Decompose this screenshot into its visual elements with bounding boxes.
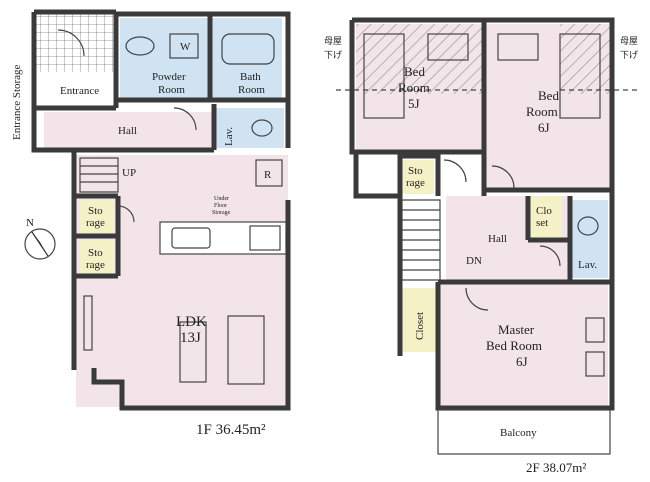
eave-right-label: 母屋 xyxy=(620,36,638,46)
master-bed-1 xyxy=(585,317,605,343)
outer-wall-2f xyxy=(349,17,615,411)
bathtub xyxy=(221,33,275,65)
fridge-box xyxy=(255,159,283,187)
master-label-3: 6J xyxy=(516,354,528,369)
bed5-label-2: Room xyxy=(398,80,430,95)
lav-label-1f: Lav. xyxy=(223,127,235,146)
closet-tall-label: Closet xyxy=(414,312,426,340)
sofa xyxy=(227,315,265,385)
master-label-2: Bed Room xyxy=(486,338,542,353)
master-bed-2 xyxy=(585,351,605,377)
lav-label-2f: Lav. xyxy=(578,259,597,271)
sink-unit xyxy=(171,227,211,249)
storage-a-label-2: rage xyxy=(86,217,105,229)
fridge-label: R xyxy=(264,169,272,181)
under-floor-label-2: Floor xyxy=(214,203,227,209)
eave-right-label-2: 下げ xyxy=(620,50,638,60)
master-floor xyxy=(440,282,608,406)
washer-label: W xyxy=(180,41,191,53)
floor-2-area: 2F 38.07m² xyxy=(526,460,586,475)
dn-label: DN xyxy=(466,255,482,267)
bed5-desk xyxy=(427,33,469,61)
closet-small-fill xyxy=(530,196,562,238)
bed6-hatch xyxy=(560,24,610,94)
bed6-frame xyxy=(559,33,601,119)
eave-left-label-2: 下げ xyxy=(324,50,342,60)
stairs-2f xyxy=(401,199,441,281)
ldk-label: LDK xyxy=(176,314,207,330)
compass-icon: N xyxy=(24,217,56,260)
floor-1-area: 1F 36.45m² xyxy=(196,422,266,438)
door-swings-1f xyxy=(57,29,197,223)
hall-label-2f: Hall xyxy=(488,233,507,245)
bed5-label: Bed xyxy=(404,64,425,79)
interior-walls-2f xyxy=(356,20,612,356)
bed6-label: Bed xyxy=(538,88,559,103)
storage-2f-fill xyxy=(402,160,434,194)
stove-unit xyxy=(249,225,281,251)
dining-table xyxy=(179,321,207,383)
lav-2f-fill xyxy=(572,200,608,278)
storage-a-fill xyxy=(80,200,114,234)
stairs-1f xyxy=(79,157,119,193)
balcony xyxy=(437,409,611,455)
outer-wall-1f xyxy=(31,9,291,411)
entrance-storage-floor xyxy=(36,14,116,72)
storage-b-label-2: rage xyxy=(86,259,105,271)
entrance-label: Entrance xyxy=(60,85,99,97)
bed5-label-3: 5J xyxy=(408,96,420,111)
entrance-storage-label: Entrance Storage xyxy=(11,64,23,140)
ldk-floor xyxy=(76,155,288,407)
storage-a-label: Sto xyxy=(88,205,103,217)
closet-small-label: Clo xyxy=(536,205,552,217)
powder-room-label: Powder xyxy=(152,71,186,83)
hall-label-1f: Hall xyxy=(118,125,137,137)
entrance-floor xyxy=(36,72,114,108)
powder-room-label-2: Room xyxy=(158,84,185,96)
closet-tall-fill xyxy=(402,288,436,352)
balcony-label: Balcony xyxy=(500,427,537,439)
master-label: Master xyxy=(498,322,535,337)
under-floor-label-1: Under xyxy=(214,196,229,202)
storage-b-fill xyxy=(80,240,114,274)
ldk-size-label: 13J xyxy=(180,330,201,346)
tv-board xyxy=(83,295,93,351)
powder-sink xyxy=(125,36,155,56)
bed5-hatch xyxy=(356,24,482,94)
bed6-label-2: Room xyxy=(526,104,558,119)
storage-2f-label-2: rage xyxy=(406,177,425,189)
floor-1: Entrance Storage Entrance W Powder Room … xyxy=(11,9,291,438)
up-label: UP xyxy=(122,167,136,179)
washer-box xyxy=(169,33,199,59)
floor-2: Bed Room 5J Bed Room 6J Sto rage Hall DN… xyxy=(324,17,640,475)
storage-b-label: Sto xyxy=(88,247,103,259)
under-floor-label-3: Storage xyxy=(212,210,231,216)
bed5-frame xyxy=(363,33,405,119)
toilet-1f xyxy=(251,119,273,137)
closet-small-label-2: set xyxy=(536,217,548,229)
kitchen-counter xyxy=(159,221,287,255)
storage-2f-label: Sto xyxy=(408,165,423,177)
interior-walls-1f xyxy=(34,14,288,279)
door-swings-2f xyxy=(443,159,561,311)
powder-room-floor xyxy=(120,18,208,100)
bath-room-label: Bath xyxy=(240,71,261,83)
hall-floor-1f xyxy=(44,112,214,150)
bath-room-label-2: Room xyxy=(238,84,265,96)
compass-north-label: N xyxy=(26,217,34,229)
toilet-2f xyxy=(577,216,599,236)
bed6-label-3: 6J xyxy=(538,120,550,135)
bed6-desk xyxy=(497,33,539,61)
bath-room-floor xyxy=(212,18,282,100)
eave-left-label: 母屋 xyxy=(324,36,342,46)
